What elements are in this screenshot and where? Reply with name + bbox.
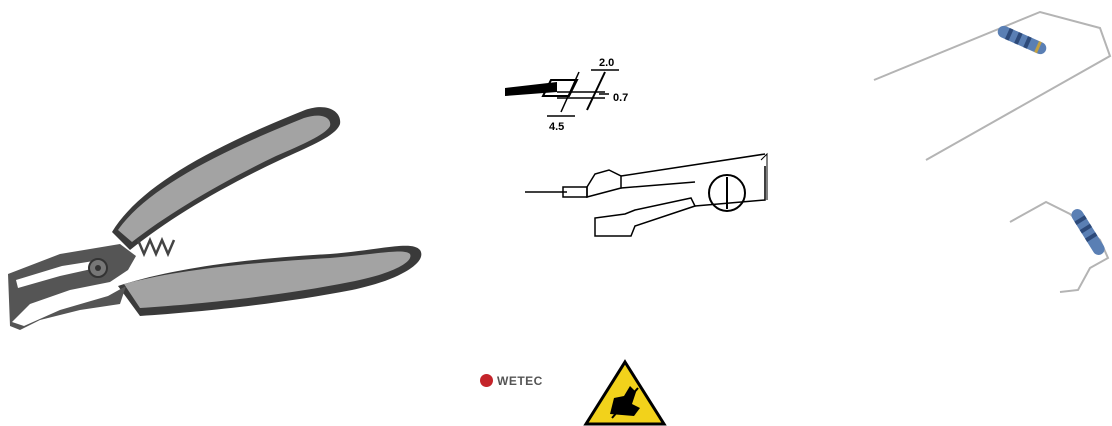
dimension-label-bottom: 4.5 [549, 121, 564, 133]
esd-warning-icon [583, 359, 667, 426]
brand-logo-mark [480, 374, 493, 387]
bent-resistor-examples [860, 0, 1112, 300]
resistor-short-bend [1009, 200, 1110, 293]
logo-area: WETEC [480, 358, 680, 426]
jaw-dimension-diagram: 2.0 0.7 4.5 [505, 57, 768, 237]
dimension-label-right: 0.7 [613, 92, 628, 104]
pliers-icon [8, 107, 422, 330]
resistor-long-bend [873, 10, 1112, 161]
brand-logo-text: WETEC [497, 374, 543, 388]
technical-drawing: 2.0 0.7 4.5 [495, 50, 785, 250]
pliers-image [0, 90, 430, 340]
dimension-label-top: 2.0 [599, 57, 614, 69]
